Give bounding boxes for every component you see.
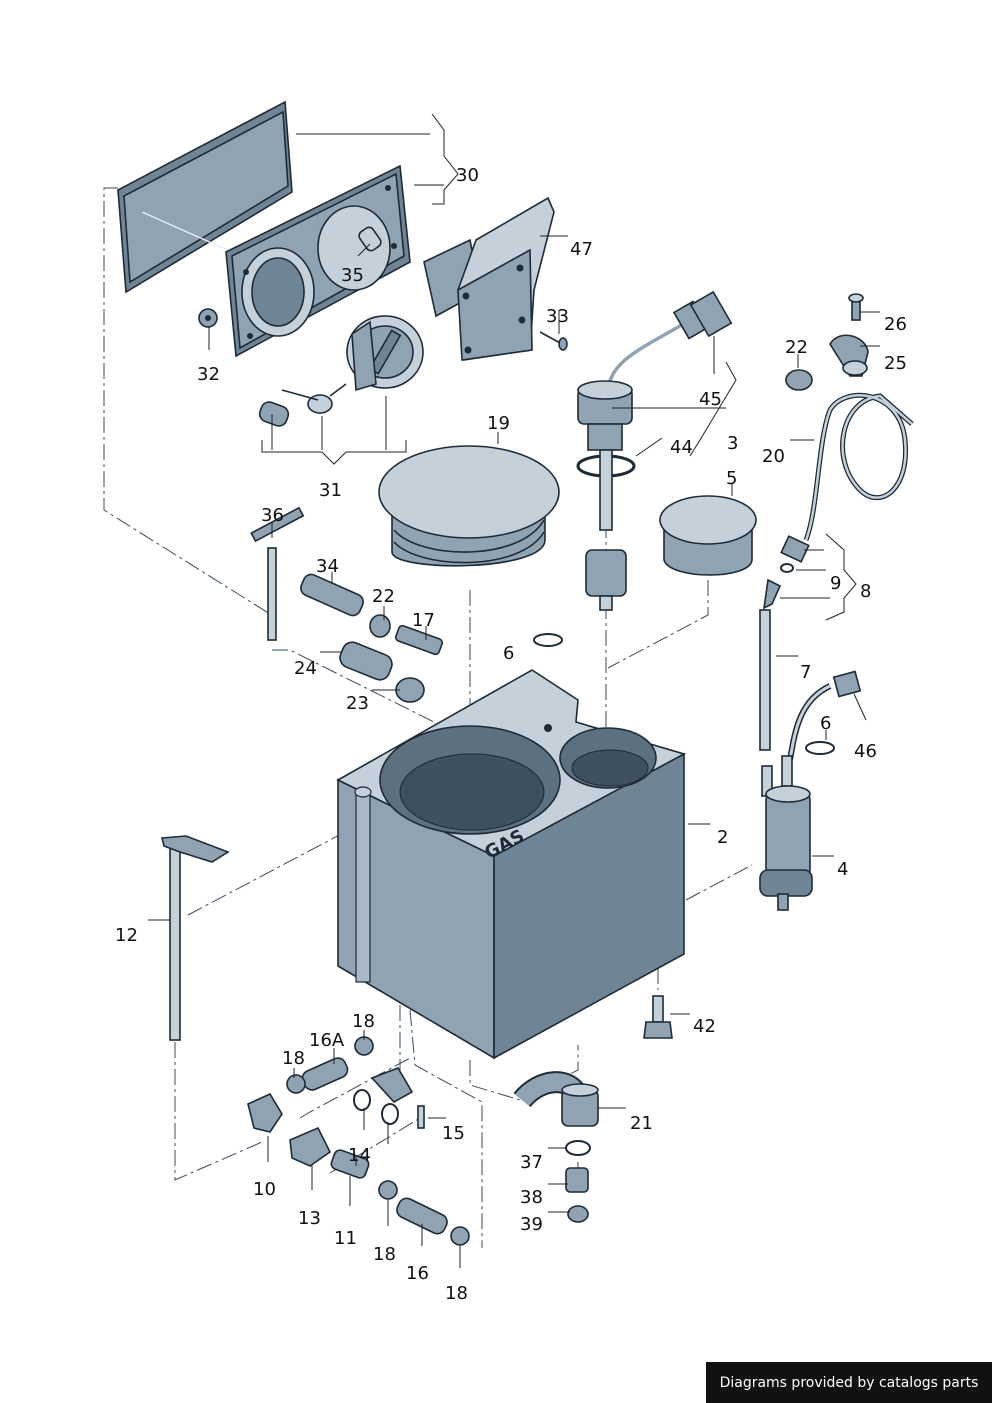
label-18d: 18 <box>445 1283 468 1304</box>
label-15: 15 <box>442 1123 465 1144</box>
flange-plate <box>225 164 411 358</box>
label-36: 36 <box>261 505 284 526</box>
label-46: 46 <box>854 741 877 762</box>
label-38: 38 <box>520 1187 543 1208</box>
label-22: 22 <box>785 337 808 358</box>
clamp-parts <box>785 293 869 391</box>
label-6b: 6 <box>820 713 831 734</box>
label-11: 11 <box>334 1228 357 1249</box>
pump-assembly <box>533 609 862 911</box>
label-7: 7 <box>800 662 811 683</box>
bracket-47 <box>423 196 555 361</box>
label-2: 2 <box>717 827 728 848</box>
label-14: 14 <box>348 1145 371 1166</box>
label-9: 9 <box>830 573 841 594</box>
label-18: 18 <box>352 1011 375 1032</box>
label-8: 8 <box>860 581 871 602</box>
nut-32 <box>198 308 218 328</box>
label-22b: 22 <box>372 586 395 607</box>
bolt-42 <box>643 995 673 1039</box>
bottom-fittings <box>247 1036 470 1246</box>
washer-nut-stack <box>565 1140 591 1223</box>
label-26: 26 <box>884 314 907 335</box>
label-23: 23 <box>346 693 369 714</box>
label-45: 45 <box>699 389 722 410</box>
fuel-tank-2: GAS <box>336 669 687 1060</box>
label-5: 5 <box>726 468 737 489</box>
label-13: 13 <box>298 1208 321 1229</box>
label-30: 30 <box>456 165 479 186</box>
coiled-line-20 <box>762 392 914 610</box>
label-4: 4 <box>837 859 848 880</box>
label-3: 3 <box>727 433 738 454</box>
label-18b: 18 <box>282 1048 305 1069</box>
credit-banner: Diagrams provided by catalogs parts <box>706 1362 992 1403</box>
label-35: 35 <box>341 265 364 286</box>
cap-5 <box>659 495 757 576</box>
label-33: 33 <box>546 306 569 327</box>
label-16A: 16A <box>309 1030 345 1051</box>
label-10: 10 <box>253 1179 276 1200</box>
label-37: 37 <box>520 1152 543 1173</box>
label-18c: 18 <box>373 1244 396 1265</box>
leader-lines <box>148 113 880 1268</box>
label-34: 34 <box>316 556 339 577</box>
label-12: 12 <box>115 925 138 946</box>
label-16: 16 <box>406 1263 429 1284</box>
sealing-plate-30 <box>117 100 293 294</box>
label-44: 44 <box>670 437 693 458</box>
elbow-21 <box>513 1071 599 1127</box>
label-25: 25 <box>884 353 907 374</box>
label-6: 6 <box>503 643 514 664</box>
filler-cap-19 <box>378 445 560 567</box>
part-labels: 30 47 35 33 32 45 26 22 25 3 44 19 31 20… <box>115 165 907 1304</box>
label-24: 24 <box>294 658 317 679</box>
label-39: 39 <box>520 1214 543 1235</box>
level-sender-3 <box>576 290 733 611</box>
label-17: 17 <box>412 610 435 631</box>
lock-assembly-31 <box>258 315 424 427</box>
label-32: 32 <box>197 364 220 385</box>
label-47: 47 <box>570 239 593 260</box>
label-31: 31 <box>319 480 342 501</box>
assembly-dash-lines <box>103 187 753 1248</box>
bracket-12 <box>160 835 230 1041</box>
label-19: 19 <box>487 413 510 434</box>
hardware-left <box>250 506 444 703</box>
label-20: 20 <box>762 446 785 467</box>
label-42: 42 <box>693 1016 716 1037</box>
screw-33 <box>539 331 568 351</box>
label-21: 21 <box>630 1113 653 1134</box>
